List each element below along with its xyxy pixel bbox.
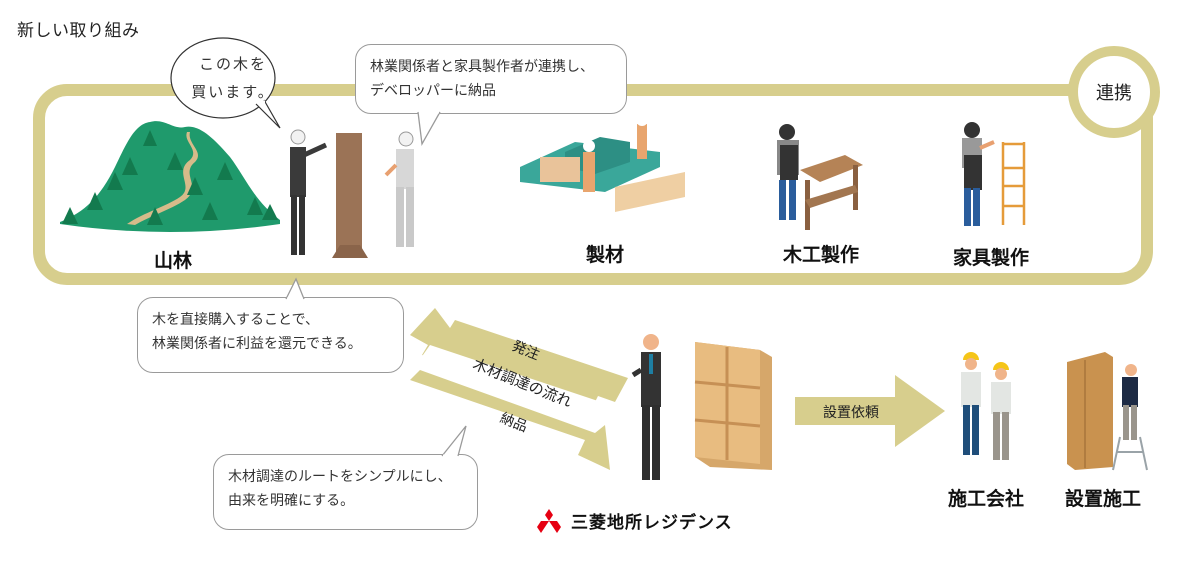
page-title: 新しい取り組み (17, 21, 140, 41)
furniture-maker-icon (962, 122, 1026, 226)
woodworker-icon (777, 124, 863, 230)
bubble-direct-purchase: 木を直接購入することで、 林業関係者に利益を還元できる。 (137, 277, 404, 373)
flow-label-install-request: 設置依頼 (823, 405, 879, 421)
stage-label-sawmill: 製材 (586, 244, 625, 266)
installation-work-icon (1067, 352, 1148, 471)
speech-bubble-shape (170, 37, 281, 129)
forestry-workers-icon (290, 129, 414, 258)
procurement-flow-arrows (410, 308, 628, 470)
construction-company-icon (961, 352, 1011, 460)
developer-brand: 三菱地所レジデンス (535, 508, 733, 533)
sawmill-icon (520, 114, 685, 212)
stage-label-furniture: 家具製作 (953, 247, 1030, 269)
downstream-label-contractor: 施工会社 (948, 488, 1025, 510)
stage-label-forest: 山林 (154, 250, 193, 272)
bookshelf-icon (694, 342, 772, 470)
stage-label-woodwork: 木工製作 (783, 244, 860, 266)
hub-label: 連携 (1096, 83, 1132, 104)
bubble-cooperation: 林業関係者と家具製作者が連携し、 デベロッパーに納品 (355, 44, 627, 147)
speech-bubble-buy: この木を 買います。 (191, 55, 275, 101)
bubble-tail (417, 110, 441, 147)
mountain-forest-icon (60, 121, 280, 232)
collaboration-loop (33, 84, 1153, 285)
downstream-label-installation: 設置施工 (1065, 488, 1142, 510)
install-request-arrow (795, 375, 945, 447)
bubble-tail (441, 425, 467, 458)
collaboration-hub: 連携 (1068, 46, 1160, 138)
bubble-simple-route: 木材調達のルートをシンプルにし、 由来を明確にする。 (213, 425, 478, 530)
mitsubishi-logo-icon (537, 508, 561, 533)
bubble-tail (285, 277, 305, 301)
developer-person-icon (631, 334, 661, 480)
brand-name: 三菱地所レジデンス (571, 513, 733, 533)
